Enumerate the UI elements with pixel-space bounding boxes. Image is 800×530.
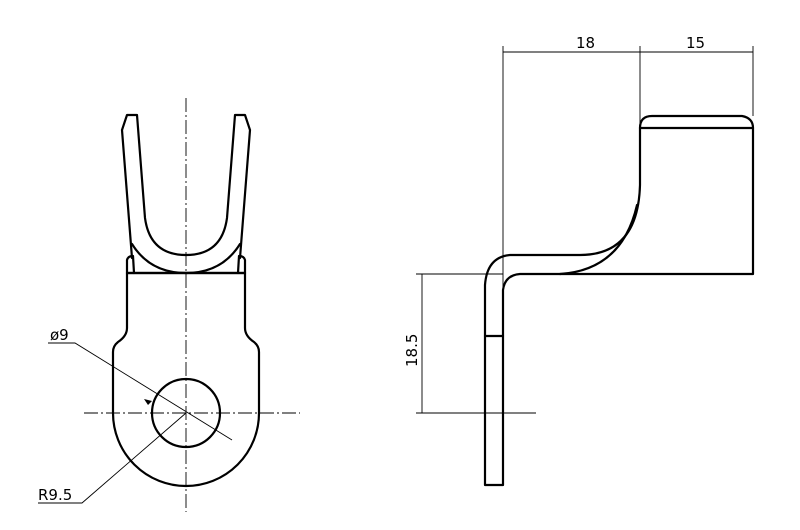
top-cap <box>638 114 755 130</box>
lug-body-outline <box>111 271 261 488</box>
fork-outline <box>120 113 252 260</box>
radius-leader <box>38 412 187 504</box>
fork-shoulder-left <box>125 254 136 275</box>
hole-diameter-label: ø9 <box>50 326 69 344</box>
mounting-hole <box>150 377 222 449</box>
bend-inner-curve <box>558 203 639 276</box>
outer-radius-label: R9.5 <box>38 486 72 504</box>
width-left-label: 18 <box>576 34 595 52</box>
width-right-label: 15 <box>686 34 705 52</box>
hole-diameter-leader <box>48 342 233 441</box>
front-view: ø9 R9.5 <box>38 98 300 512</box>
leader-arrow <box>144 399 152 405</box>
height-label: 18.5 <box>403 334 421 367</box>
bracket-profile <box>483 126 755 487</box>
side-view: 18 15 18.5 <box>403 34 755 487</box>
fork-shoulder-right <box>236 254 247 275</box>
fork-outer-curve <box>130 242 242 275</box>
